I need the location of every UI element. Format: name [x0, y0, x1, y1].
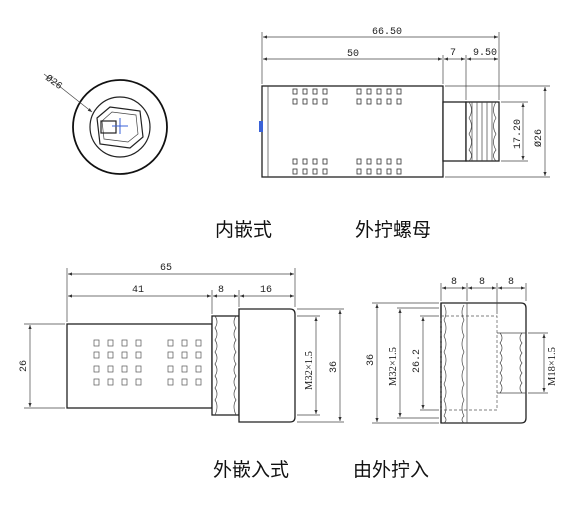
outer-thread-pattern — [443, 304, 465, 424]
caption-outer-screw-nut: 外拧螺母 — [355, 219, 431, 241]
body-diameter-label: Ø26 — [533, 129, 545, 147]
overall-length-label: 66.50 — [372, 27, 402, 38]
outer-diameter-label: 36 — [366, 354, 377, 366]
neck-thread-pattern — [214, 315, 237, 416]
segment-3-label: 8 — [508, 277, 514, 288]
nut-diameter-label: 36 — [329, 361, 340, 373]
caption-inner-embedded: 内嵌式 — [215, 219, 272, 241]
vent-hole-grid — [93, 339, 202, 386]
segment-1-label: 8 — [451, 277, 457, 288]
vent-holes — [292, 88, 402, 175]
caption-outer-embedded: 外嵌入式 — [213, 459, 289, 481]
outer-thread-spec-label: M32×1.5 — [388, 347, 399, 386]
bore-diameter-label: 26.2 — [412, 349, 423, 373]
end-view: Ø26 — [43, 73, 168, 175]
neck-length-label: 8 — [218, 285, 224, 296]
thread-pattern — [468, 101, 497, 162]
caption-screw-in: 由外拧入 — [353, 459, 429, 481]
screw-in-view: 8 8 8 36 M32×1.5 26.2 M18×1.5 — [366, 277, 558, 424]
thread-length-label: 9.50 — [473, 48, 497, 59]
body-diameter-label: 26 — [19, 360, 30, 372]
segment-2-label: 8 — [479, 277, 485, 288]
overall-length-label: 65 — [160, 263, 172, 274]
thread-diameter-label: 17.20 — [513, 119, 524, 149]
neck-length-label: 7 — [450, 48, 456, 59]
body-length-label: 41 — [132, 285, 144, 296]
outer-screw-nut-view: 66.50 50 7 9.50 17.20 Ø26 — [259, 27, 550, 178]
thread-spec-label: M32×1.5 — [304, 351, 315, 390]
inner-thread-spec-label: M18×1.5 — [547, 347, 558, 386]
inner-thread-pattern — [499, 332, 523, 394]
body-length-label: 50 — [347, 49, 359, 60]
nut-length-label: 16 — [260, 285, 272, 296]
outer-embedded-view: 65 41 8 16 26 M32×1.5 36 — [19, 263, 344, 423]
